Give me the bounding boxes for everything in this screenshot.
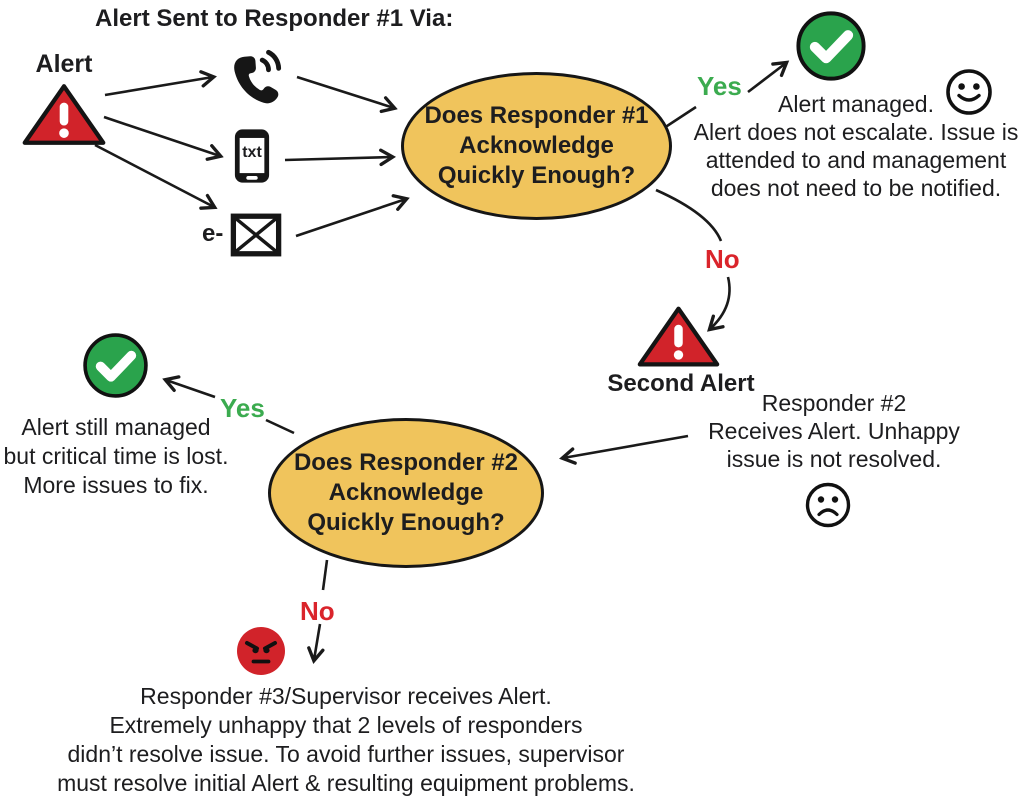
- yes-2-label: Yes: [220, 393, 265, 423]
- smiley-face-icon: [946, 69, 992, 115]
- second-alert-label: Second Alert: [607, 370, 755, 397]
- decision-2-node: Does Responder #2 Acknowledge Quickly En…: [268, 418, 544, 568]
- outcome-2-text: Alert still managed but critical time is…: [3, 414, 229, 498]
- arrow-no2-to-supervisor: [314, 623, 320, 660]
- outcome-1-text: Alert managed. Alert does not escalate. …: [693, 91, 1019, 201]
- outcome-3-text: Responder #3/Supervisor receives Alert. …: [57, 683, 635, 796]
- line-decision2-to-no2: [321, 559, 329, 591]
- angry-face-icon: [237, 627, 285, 675]
- arrow-responder2-to-decision2: [563, 434, 689, 458]
- envelope-icon: [230, 213, 282, 257]
- sad-face-icon: [805, 482, 851, 528]
- line-decision2-to-yes2: [265, 418, 295, 435]
- second-alert-triangle-icon: [637, 306, 720, 367]
- arrow-email-to-decision1: [295, 199, 406, 238]
- sms-text-label: txt: [242, 144, 262, 161]
- decision-1-text: Does Responder #1 Acknowledge Quickly En…: [424, 102, 649, 189]
- yes-1-label: Yes: [697, 71, 742, 101]
- arrow-phone-to-decision1: [296, 75, 394, 108]
- no-2-label: No: [300, 596, 335, 626]
- arrow-alert-to-sms: [103, 115, 220, 156]
- decision-1-node: Does Responder #1 Acknowledge Quickly En…: [401, 72, 672, 220]
- arrow-sms-to-decision1: [284, 157, 392, 160]
- check-circle-2-icon: [83, 333, 148, 398]
- decision-2-text: Does Responder #2 Acknowledge Quickly En…: [293, 449, 519, 536]
- responder-2-text: Responder #2 Receives Alert. Unhappy iss…: [708, 390, 960, 472]
- alert-label: Alert: [35, 50, 93, 78]
- arrow-yes2-to-check2: [166, 380, 216, 399]
- no-1-label: No: [705, 244, 740, 274]
- arrow-yes1-to-check1: [747, 63, 786, 94]
- email-prefix-label: e-: [202, 220, 224, 247]
- arrow-alert-to-phone: [104, 77, 213, 97]
- alert-triangle-icon: [22, 84, 106, 145]
- sms-phone-icon: [234, 129, 270, 183]
- arrow-alert-to-email: [94, 143, 214, 207]
- page-title: Alert Sent to Responder #1 Via:: [95, 5, 454, 32]
- phone-icon: [234, 49, 282, 104]
- check-circle-1-icon: [796, 11, 866, 81]
